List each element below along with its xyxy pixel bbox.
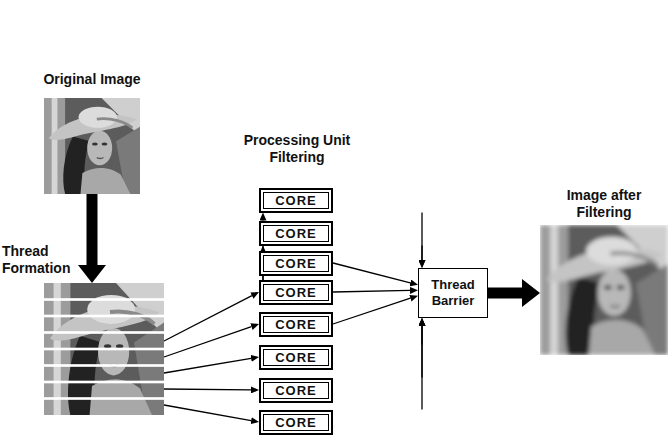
arrow-connector [421,326,422,410]
image-caption: Original Image [43,71,140,88]
core-box: CORE [259,251,333,276]
core-box: CORE [259,188,333,213]
striped-photo [44,283,164,415]
core-box: CORE [259,312,333,337]
box-label: CORE [267,256,325,271]
box-label: CORE [267,226,325,241]
original-photo [44,98,140,194]
arrow-connector [421,246,422,261]
core-box: CORE [259,221,333,246]
core-box: CORE [259,280,333,305]
image-caption: Thread Formation [2,243,82,277]
arrow-connector [164,388,251,390]
box-label: CORE [267,285,325,300]
box-label: CORE [267,317,325,332]
image-panel: Thread Formation [44,283,164,415]
arrow-connector [421,213,422,261]
arrow-connector [333,263,410,283]
image-caption: Image after Filtering [548,187,660,221]
filtered-photo [540,225,668,355]
arrow-connector [333,290,410,292]
arrow-connector [488,288,522,299]
core-box: CORE [259,378,333,403]
box-label: Thread Barrier [423,277,483,309]
box-label: CORE [267,383,325,398]
box-label: CORE [267,415,325,430]
arrow-connector [87,194,98,265]
section-label: Processing Unit Filtering [232,132,362,166]
arrow-connector [164,296,252,341]
arrow-connector [164,405,251,421]
image-panel: Original Image [44,98,140,194]
barrier-box: Thread Barrier [418,268,488,318]
arrow-connector [164,327,251,357]
image-panel: Image after Filtering [540,225,668,355]
core-box: CORE [259,410,333,435]
box-label: CORE [267,193,325,208]
box-label: CORE [267,350,325,365]
arrow-connector [333,298,410,324]
core-box: CORE [259,345,333,370]
arrow-connector [164,358,251,373]
